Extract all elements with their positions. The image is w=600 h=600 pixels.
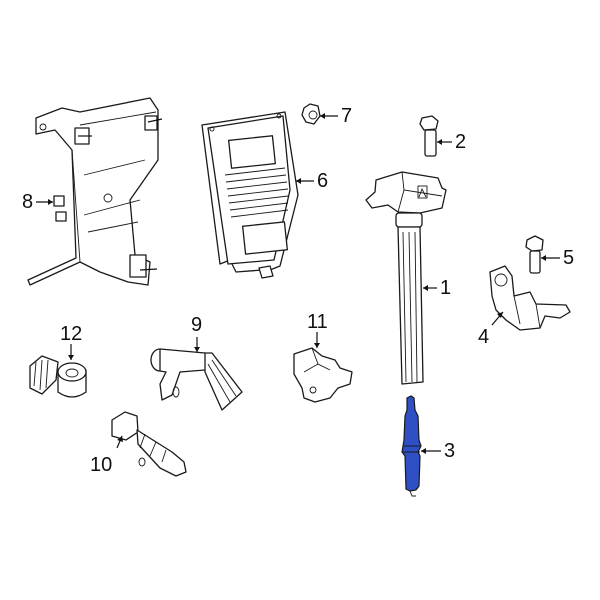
callout-1: 1: [440, 277, 452, 299]
callout-5: 5: [563, 247, 575, 269]
callout-11: 11: [307, 311, 328, 333]
callout-3: 3: [444, 440, 456, 462]
knock-sensor-part[interactable]: [29, 355, 87, 398]
ecm-bracket-part[interactable]: [27, 97, 163, 286]
crankshaft-sensor-part[interactable]: [293, 347, 353, 403]
ecm-part[interactable]: [201, 111, 299, 279]
sensor-bolt-part[interactable]: [525, 235, 544, 274]
callout-12: 12: [60, 323, 83, 345]
nut-part[interactable]: [301, 103, 321, 125]
sensor-4-part[interactable]: [489, 265, 571, 331]
temperature-sensor-part[interactable]: [111, 411, 187, 477]
spark-plug-part[interactable]: [401, 395, 422, 497]
callout-2: 2: [455, 131, 467, 153]
callout-9: 9: [191, 314, 203, 336]
callout-4: 4: [478, 326, 490, 348]
camshaft-sensor-part[interactable]: [150, 348, 243, 411]
coil-bolt-part[interactable]: [419, 115, 439, 157]
callout-8: 8: [22, 191, 34, 213]
callout-leaders: [36, 113, 560, 454]
callout-6: 6: [317, 170, 329, 192]
callout-10: 10: [90, 454, 113, 476]
ignition-coil-part[interactable]: [365, 171, 447, 385]
callout-7: 7: [341, 105, 353, 127]
